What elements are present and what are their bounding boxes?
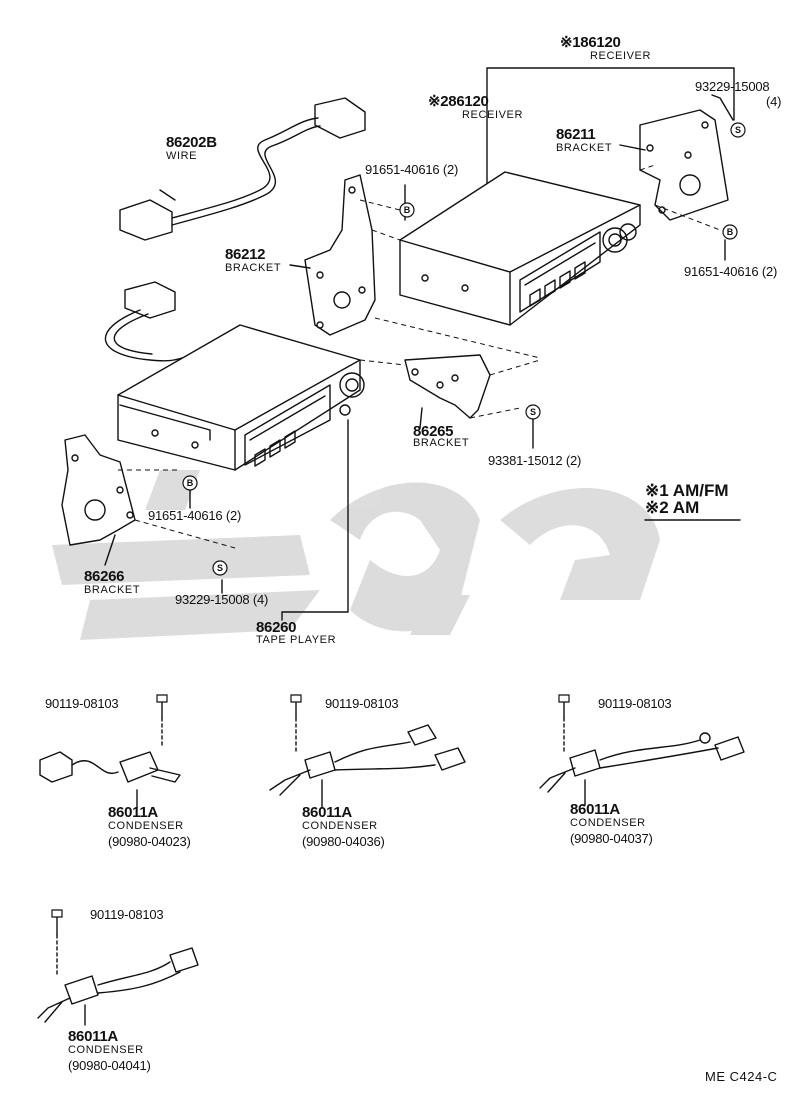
legend-am: ※2 AM [645,498,700,517]
header-leader [486,67,735,184]
condenser-1-bolt-label: 90119-08103 [45,696,119,711]
tape-player-wire [104,281,183,362]
bracket-86265-name: BRACKET [413,437,470,449]
tape-player-leader [281,419,349,621]
bolt-91651-tape-label: 91651-40616 (2) [148,508,242,523]
legend-am-fm: ※1 AM/FM [645,481,729,500]
tape-player-name: TAPE PLAYER [256,634,337,646]
bracket-86265-part-number: 86265 [413,423,454,440]
condenser-1-name: CONDENSER [108,820,184,832]
bracket-86266-part-number: 86266 [84,568,125,585]
condenser-2-bolt-label: 90119-08103 [325,696,399,711]
bolt-91651-receiver-label: 91651-40616 (2) [365,162,459,177]
svg-text:B: B [404,205,411,215]
wire-86202B [119,97,366,241]
condenser-04037 [539,699,745,806]
bracket-86212-name: BRACKET [225,262,282,274]
screw-93229-top-qty: (4) [766,94,782,109]
condenser-04036 [269,699,466,809]
fastener-symbols [182,122,746,576]
condenser-4-bolt-label: 90119-08103 [90,907,164,922]
condenser-04023 [39,699,181,809]
bracket-86266 [61,434,136,546]
condenser-4-code: (90980-04041) [68,1058,151,1073]
condenser-2-part-number: 86011A [302,804,352,821]
tape-player-part-number: 86260 [256,619,297,636]
condenser-3-name: CONDENSER [570,817,646,829]
condenser-2-name: CONDENSER [302,820,378,832]
wire-part-number: 86202B [166,134,217,151]
bracket-86211 [639,109,729,221]
receiver-1-part-number: ※186120 [560,34,621,51]
bracket-86212 [304,174,376,336]
screw-93229-bottom-label: 93229-15008 (4) [175,592,269,607]
bracket-86212-part-number: 86212 [225,246,266,263]
condenser-4-name: CONDENSER [68,1044,144,1056]
condenser-4-part-number: 86011A [68,1028,118,1045]
svg-text:S: S [217,563,223,573]
svg-text:B: B [187,478,194,488]
screw-93229-top-number: 93229-15008 [695,79,770,94]
bolt-91651-bracket-label: 91651-40616 (2) [684,264,778,279]
bracket-86265 [404,354,491,419]
condenser-3-code: (90980-04037) [570,831,653,846]
condenser-3-part-number: 86011A [570,801,620,818]
condenser-04041 [37,914,199,1026]
condenser-1-part-number: 86011A [108,804,158,821]
condenser-2-code: (90980-04036) [302,834,385,849]
bracket-86266-name: BRACKET [84,584,141,596]
svg-text:S: S [530,407,536,417]
svg-text:S: S [735,125,741,135]
receiver-1-name: RECEIVER [590,50,652,62]
bracket-86211-part-number: 86211 [556,126,596,143]
receiver-2-name: RECEIVER [462,109,524,121]
wire-name: WIRE [166,150,198,162]
bracket-86211-name: BRACKET [556,142,613,154]
receiver-2-part-number: ※286120 [428,93,489,110]
receiver-unit [399,171,641,326]
screw-93381-label: 93381-15012 (2) [488,453,582,468]
svg-text:B: B [727,227,734,237]
condenser-1-code: (90980-04023) [108,834,191,849]
diagram-reference-code: ME C424-C [705,1069,778,1084]
tape-player-unit [117,324,365,471]
watermark-logo [52,470,660,640]
condenser-3-bolt-label: 90119-08103 [598,696,672,711]
